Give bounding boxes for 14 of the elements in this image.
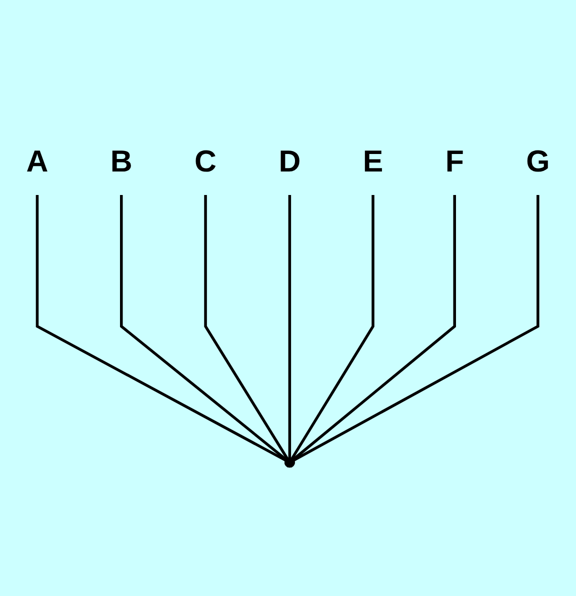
- node-text: D: [278, 144, 301, 178]
- connector: [36, 195, 286, 462]
- connector: [292, 195, 456, 460]
- connector: [120, 195, 287, 460]
- connector: [293, 195, 540, 462]
- connector: [204, 195, 288, 460]
- node-text: F: [445, 144, 464, 178]
- connector: [288, 195, 292, 458]
- node-text: G: [526, 144, 550, 178]
- node-text: C: [194, 144, 217, 178]
- node-text: E: [362, 144, 384, 178]
- node-text: A: [26, 144, 48, 178]
- connector: [291, 195, 374, 460]
- node-text: B: [110, 144, 132, 178]
